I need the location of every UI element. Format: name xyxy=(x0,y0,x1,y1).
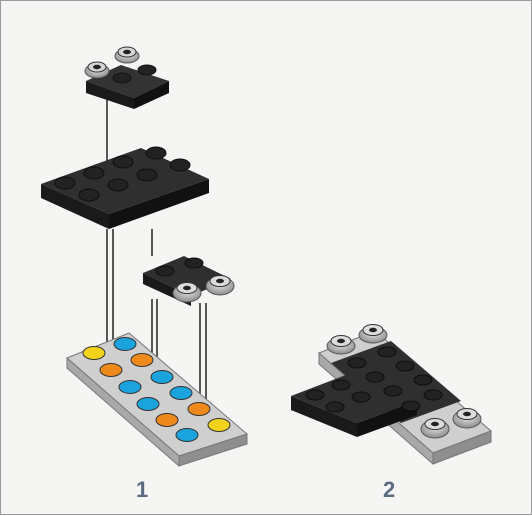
lego-plate-2x2-icon xyxy=(143,256,235,306)
connection-lines xyxy=(106,98,207,431)
step-number: 2 xyxy=(383,477,396,502)
lego-plate-2x4-icon xyxy=(41,146,209,229)
assembled-model xyxy=(291,324,492,466)
step-number: 1 xyxy=(136,477,149,502)
lego-plate-2x2-icon xyxy=(84,46,169,109)
lego-plate-2x6-icon xyxy=(66,332,249,468)
